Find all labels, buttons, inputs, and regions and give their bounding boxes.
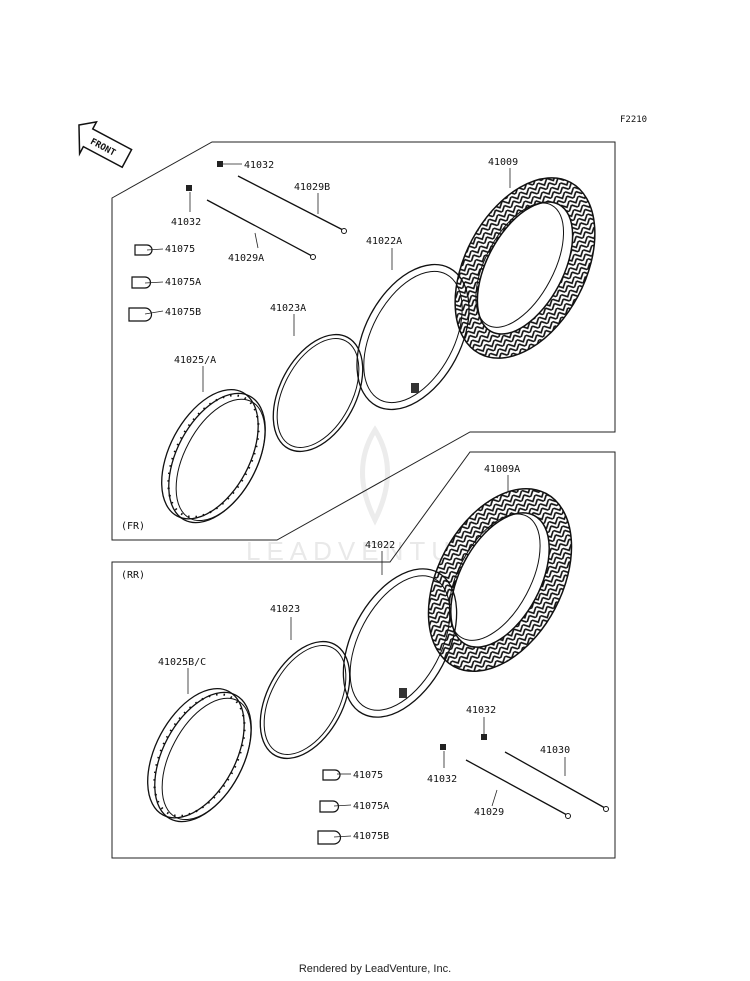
rear-spoke-29 [465, 759, 568, 816]
label-41030: 41030 [540, 745, 570, 756]
label-41022: 41022 [365, 540, 395, 551]
label-41009a: 41009A [484, 464, 520, 475]
rear-rim [147, 687, 252, 823]
label-41009: 41009 [488, 157, 518, 168]
label-41029a: 41029A [228, 253, 264, 264]
front-rim [161, 388, 266, 524]
front-weight-a-icon [131, 276, 152, 289]
label-41075a-front: 41075A [165, 277, 201, 288]
front-tire [454, 177, 596, 359]
rear-nipple-icon [481, 734, 487, 740]
label-41029: 41029 [474, 807, 504, 818]
front-nipple-icon-2 [186, 185, 192, 191]
rear-section-tag: (RR) [121, 570, 145, 581]
rear-weight-icon [322, 769, 341, 781]
front-nipple-icon [217, 161, 223, 167]
label-41025bc: 41025B/C [158, 657, 206, 668]
front-arrow-icon: FRONT [78, 120, 133, 169]
rear-tire [427, 487, 573, 673]
rear-tube-valve-icon [399, 688, 407, 698]
label-41075-rear: 41075 [353, 770, 383, 781]
front-rim-band [272, 333, 364, 453]
rear-weight-a-icon [319, 800, 340, 813]
rear-rim-band [259, 640, 351, 760]
label-41029b: 41029B [294, 182, 330, 193]
front-section-tag: (FR) [121, 521, 145, 532]
label-41075b-front: 41075B [165, 307, 201, 318]
front-spoke-a [206, 199, 313, 257]
front-spoke-b [237, 175, 344, 231]
label-41032-front-b: 41032 [171, 217, 201, 228]
front-tube-valve-icon [411, 383, 419, 393]
diagram-code: F2210 [620, 115, 647, 125]
label-41032-front-a: 41032 [244, 160, 274, 171]
label-41025a: 41025/A [174, 355, 216, 366]
rear-weight-b-icon [317, 830, 342, 845]
label-41032-rear-b: 41032 [427, 774, 457, 785]
front-leaders [144, 163, 511, 392]
label-41023a: 41023A [270, 303, 306, 314]
footer-credit: Rendered by LeadVenture, Inc. [298, 963, 452, 975]
label-41032-rear-a: 41032 [466, 705, 496, 716]
rear-spoke-30 [504, 751, 606, 809]
label-41022a: 41022A [366, 236, 402, 247]
rear-tube [342, 568, 458, 718]
label-41075a-rear: 41075A [353, 801, 389, 812]
front-panel [111, 141, 616, 541]
front-weight-b-icon [128, 307, 153, 322]
rear-panel [111, 451, 616, 859]
label-41023: 41023 [270, 604, 300, 615]
front-weight-icon [134, 244, 153, 256]
rear-nipple-icon-2 [440, 744, 446, 750]
front-tube [356, 263, 470, 411]
label-41075b-rear: 41075B [353, 831, 389, 842]
rear-leaders [187, 475, 566, 838]
label-41075-front: 41075 [165, 244, 195, 255]
